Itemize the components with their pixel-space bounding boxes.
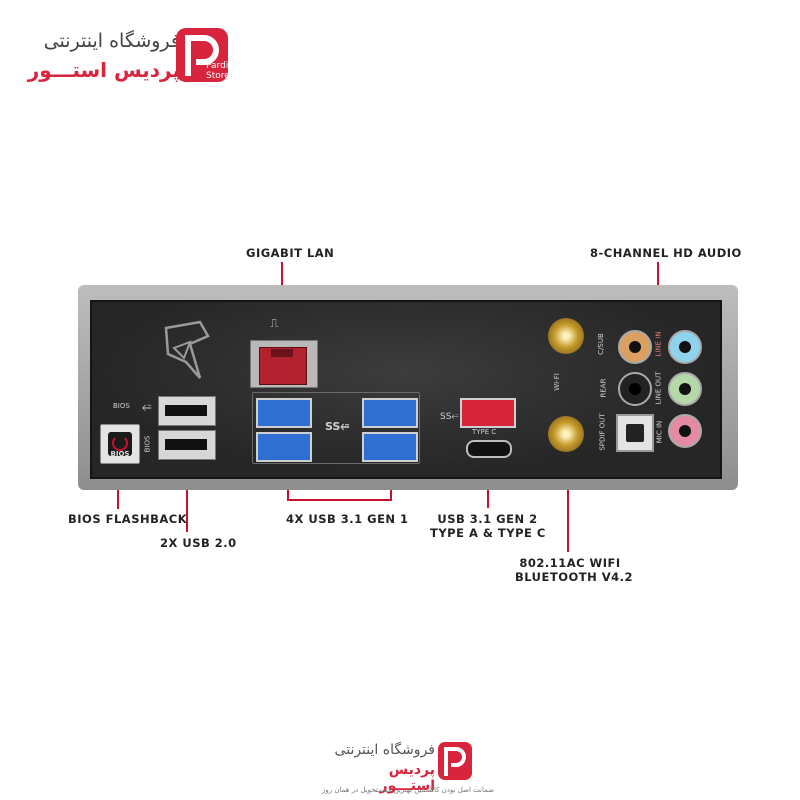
- type-c-label: TYPE C: [472, 428, 497, 436]
- footer-brand-line1: فروشگاه اینترنتی: [334, 742, 435, 758]
- lan-port-latch: [271, 349, 293, 357]
- label-usb-2: 2X USB 2.0: [160, 536, 237, 550]
- usb3-port-4[interactable]: [362, 432, 418, 462]
- line-in-label: LINE IN: [654, 331, 663, 357]
- usb2-port-top-slot: [165, 405, 207, 416]
- spdif-port-slot: [626, 424, 644, 442]
- wifi-antenna-top[interactable]: [548, 318, 584, 354]
- jack-line-in-hole: [679, 341, 691, 353]
- network-icon: ⎍: [270, 316, 279, 330]
- line-out-label: LINE OUT: [654, 371, 663, 405]
- jack-line-out-hole: [679, 383, 691, 395]
- footer-brand-line2: پردیس استـــور: [379, 762, 435, 794]
- audio-jack-mic-in[interactable]: [668, 414, 702, 448]
- bios-flashback-button[interactable]: BIOS: [100, 424, 140, 464]
- label-usb31-gen1: 4X USB 3.1 GEN 1: [286, 512, 409, 526]
- usb3-port-1[interactable]: [256, 398, 312, 428]
- audio-jack-rear[interactable]: [618, 372, 652, 406]
- bios-button-text: BIOS: [110, 450, 130, 458]
- usb31-gen1-group: [252, 392, 420, 464]
- label-bios-flashback: BIOS FLASHBACK: [68, 512, 188, 526]
- label-usb31-gen2-line1: USB 3.1 GEN 2: [437, 512, 538, 526]
- jack-csub-hole: [629, 341, 641, 353]
- usb31-gen2-type-a-port[interactable]: [460, 398, 516, 428]
- brand-logo-icon: Pardis Store: [176, 28, 228, 82]
- label-hd-audio: 8-CHANNEL HD AUDIO: [590, 246, 742, 260]
- footer-tagline-1: ضمانت اصل بودن کالا: [430, 786, 495, 794]
- usb2-port-top[interactable]: [158, 396, 216, 426]
- usb-type-c-port[interactable]: [466, 440, 512, 458]
- label-wifi: 802.11AC WIFI BLUETOOTH V4.2: [515, 556, 634, 584]
- wifi-label: WI-FI: [552, 373, 561, 391]
- label-usb31-gen2-line2: TYPE A & TYPE C: [430, 526, 546, 540]
- label-gigabit-lan: GIGABIT LAN: [246, 246, 335, 260]
- superspeed-10-icon: SS⭉: [440, 412, 459, 422]
- footer-tagline-2: تضمین بهترین قیمت: [375, 786, 434, 794]
- spdif-label: SPDIF OUT: [598, 413, 607, 451]
- callout-line-usb31-bar: [287, 499, 392, 501]
- spdif-optical-port[interactable]: [616, 414, 654, 452]
- label-wifi-line2: BLUETOOTH V4.2: [515, 570, 634, 584]
- rog-logo-icon: [164, 320, 210, 379]
- rear-label: REAR: [599, 378, 608, 398]
- label-wifi-line1: 802.11AC WIFI: [519, 556, 621, 570]
- brand-name-line1: فروشگاه اینترنتی: [43, 30, 180, 52]
- brand-mark-text-1: Pardis: [206, 61, 228, 71]
- usb2-port-bottom-slot: [165, 439, 207, 450]
- jack-mic-in-hole: [679, 425, 691, 437]
- footer-brand-logo-icon: [438, 742, 472, 780]
- usb3-port-2[interactable]: [256, 432, 312, 462]
- label-usb31-gen2: USB 3.1 GEN 2 TYPE A & TYPE C: [430, 512, 545, 540]
- usb3-port-3[interactable]: [362, 398, 418, 428]
- footer-tagline-3: تحویل در همان روز: [322, 786, 378, 794]
- usb-symbol-icon: ⭉: [142, 400, 152, 414]
- callout-line-usb2: [186, 452, 188, 532]
- bios-small-label: BIOS: [113, 402, 130, 410]
- brand-mark-text-2: Store: [206, 71, 228, 81]
- brand-name-line2: پردیس استـــور: [27, 58, 180, 82]
- bios-side-label: BIOS: [143, 435, 152, 453]
- csub-label: C/SUB: [596, 333, 605, 355]
- wifi-antenna-bottom[interactable]: [548, 416, 584, 452]
- bios-refresh-icon: [112, 435, 128, 451]
- audio-jack-csub[interactable]: [618, 330, 652, 364]
- callout-line-wifi: [567, 450, 569, 552]
- usb2-port-bottom[interactable]: [158, 430, 216, 460]
- gigabit-lan-port[interactable]: [250, 340, 318, 388]
- audio-jack-line-in[interactable]: [668, 330, 702, 364]
- audio-jack-line-out[interactable]: [668, 372, 702, 406]
- mic-in-label: MIC IN: [655, 420, 664, 444]
- jack-rear-hole: [629, 383, 641, 395]
- superspeed-icon: SS⭉: [325, 420, 350, 433]
